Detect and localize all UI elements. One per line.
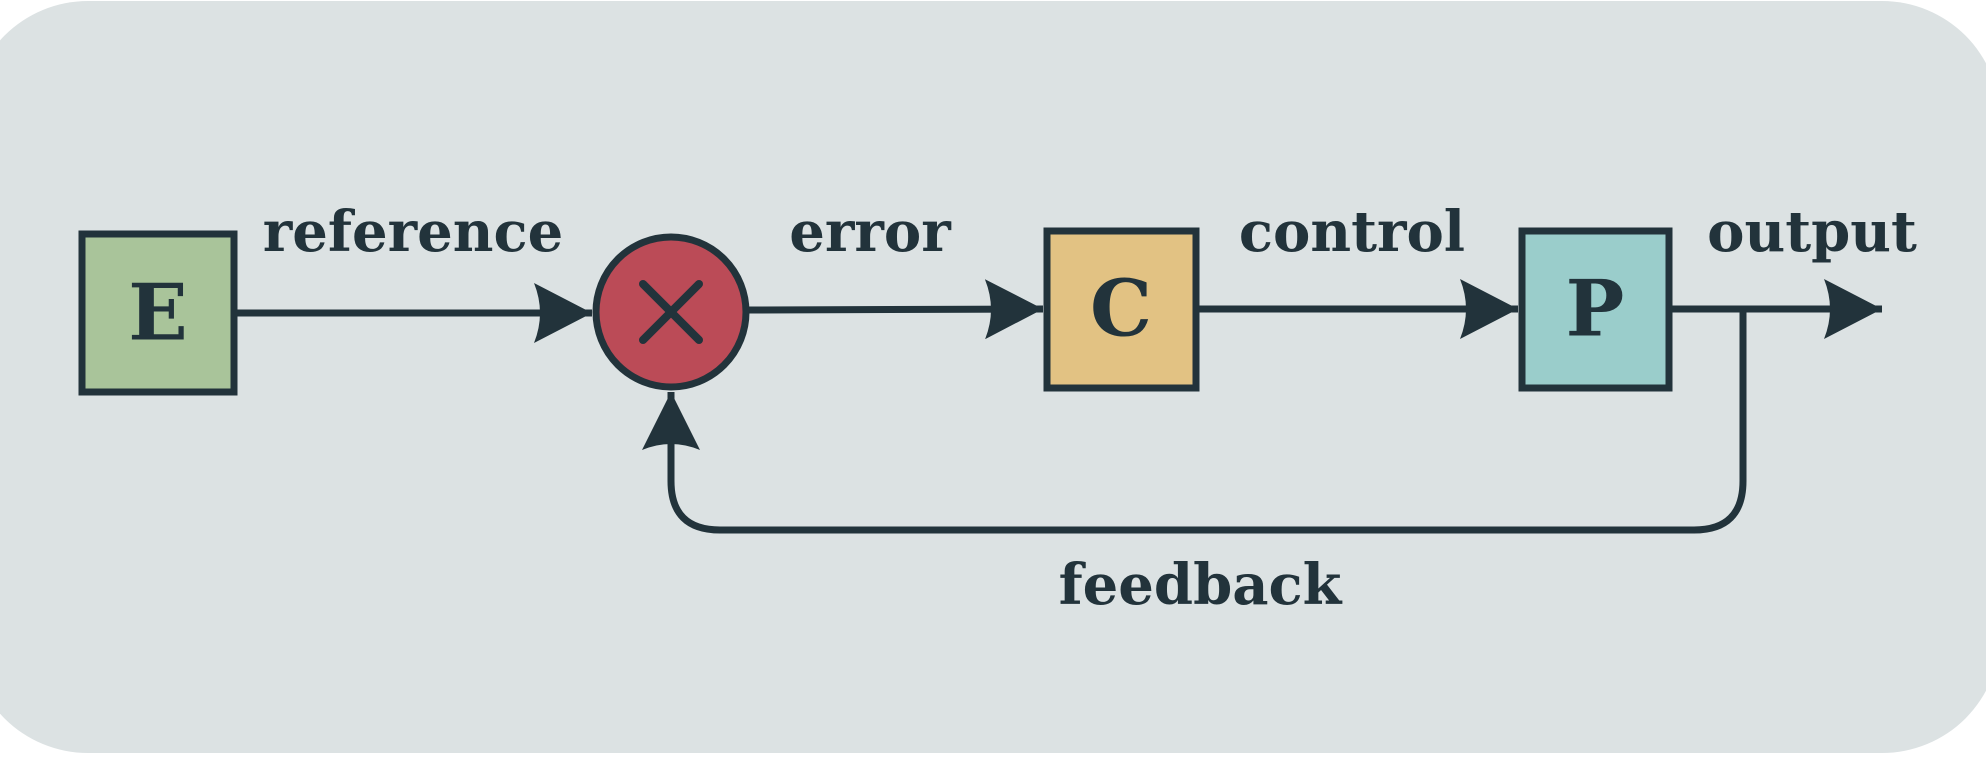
- block-e-label: E: [128, 268, 187, 359]
- block-e: E: [78, 230, 238, 396]
- feedback-arrowhead: [642, 392, 700, 450]
- block-p: P: [1518, 227, 1673, 392]
- feedback-label: feedback: [1059, 552, 1343, 618]
- feedback-path: [667, 309, 1747, 534]
- output-label: output: [1707, 199, 1917, 265]
- error-arrow: [747, 279, 1044, 340]
- block-c: C: [1043, 227, 1200, 392]
- summing-junction: [592, 233, 750, 391]
- error-label: error: [789, 199, 952, 265]
- block-p-label: P: [1566, 264, 1625, 355]
- control-label: control: [1239, 199, 1465, 265]
- block-c-label: C: [1090, 264, 1152, 355]
- reference-label: reference: [263, 199, 563, 265]
- multiply-icon: [639, 280, 703, 344]
